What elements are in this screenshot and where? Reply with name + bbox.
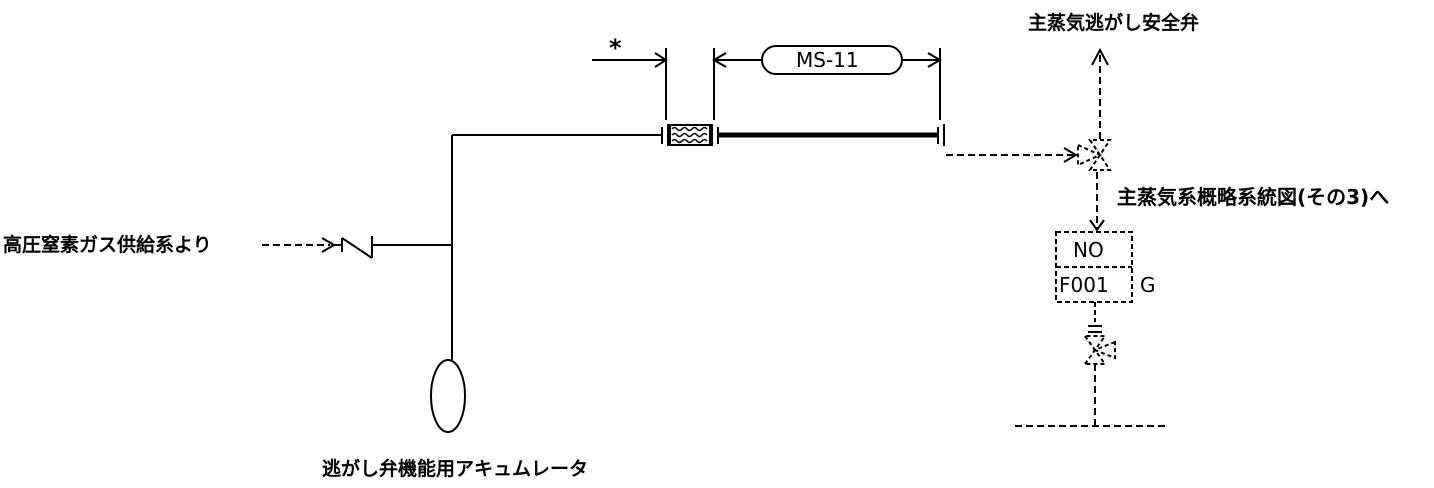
valve-id-bottom-label: F001 (1059, 273, 1109, 297)
safety-valve-label: 主蒸気逃がし安全弁 (1028, 12, 1200, 34)
ms11-arrow-right (927, 52, 942, 68)
main-pipe (451, 134, 662, 360)
flange-right (711, 124, 719, 146)
source-label: 高圧窒素ガス供給系より (3, 234, 212, 256)
flange-left (661, 124, 669, 146)
flange-end (937, 124, 945, 146)
valve-suffix-label: G (1140, 273, 1156, 297)
reference-label: 主蒸気系概略系統図(その3)へ (1117, 185, 1390, 209)
check-valve (334, 236, 452, 259)
safety-valve-outlet-arrow (1091, 47, 1109, 66)
flexible-coupling (669, 124, 711, 146)
drain-valve (1083, 335, 1116, 365)
ms11-tag (761, 45, 903, 75)
accumulator-label: 逃がし弁機能用アキュムレータ (322, 458, 589, 480)
safety-valve (1077, 139, 1112, 171)
asterisk-label: * (609, 34, 622, 62)
line-number-label: MS-11 (796, 48, 859, 72)
accumulator-vessel (430, 359, 466, 433)
ms11-arrow-left (712, 52, 727, 68)
flexible-coupling-wave (671, 126, 708, 144)
arrowhead-to-safety-valve (1063, 147, 1078, 163)
arrowhead-down (1089, 219, 1105, 232)
valve-id-top-label: NO (1073, 238, 1104, 262)
drain-flange (1088, 325, 1102, 333)
